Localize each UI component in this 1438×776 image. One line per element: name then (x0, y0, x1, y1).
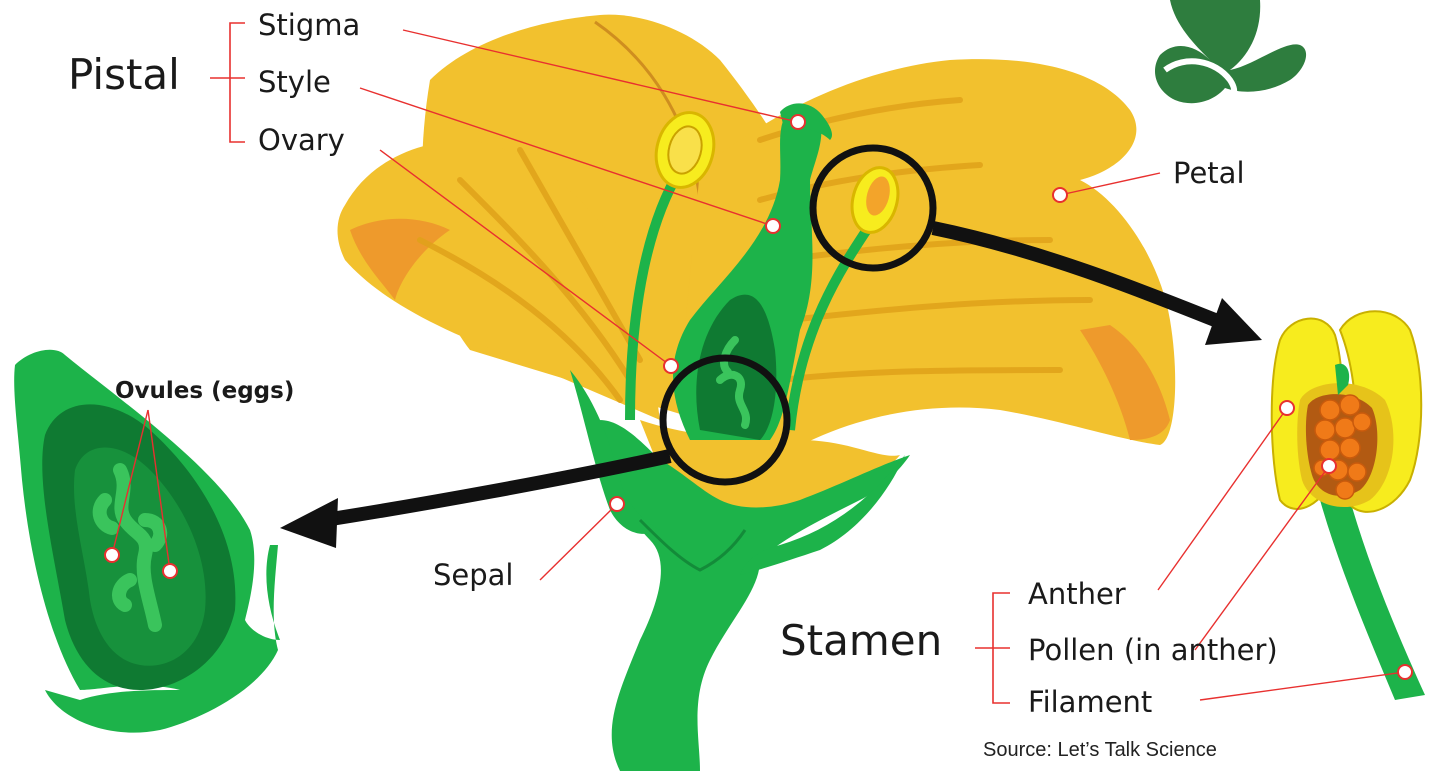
ovary-label: Ovary (258, 123, 345, 157)
ovary-detail (14, 350, 280, 733)
stamen-bracket (975, 593, 1010, 703)
source-credit: Source: Let’s Talk Science (983, 739, 1217, 761)
filament-label: Filament (1028, 685, 1152, 719)
sepal-label: Sepal (433, 558, 514, 592)
stamen-group-label: Stamen (780, 616, 942, 665)
style-label: Style (258, 65, 331, 99)
stigma-label: Stigma (258, 8, 360, 42)
petal-label: Petal (1173, 156, 1245, 190)
ovules-label: Ovules (eggs) (115, 378, 294, 404)
anther-label: Anther (1028, 577, 1126, 611)
stamen-detail (1272, 311, 1425, 700)
pistal-group-label: Pistal (68, 50, 180, 99)
clover-logo (1155, 0, 1306, 103)
pollen-label: Pollen (in anther) (1028, 633, 1278, 667)
pistal-bracket (210, 23, 245, 142)
